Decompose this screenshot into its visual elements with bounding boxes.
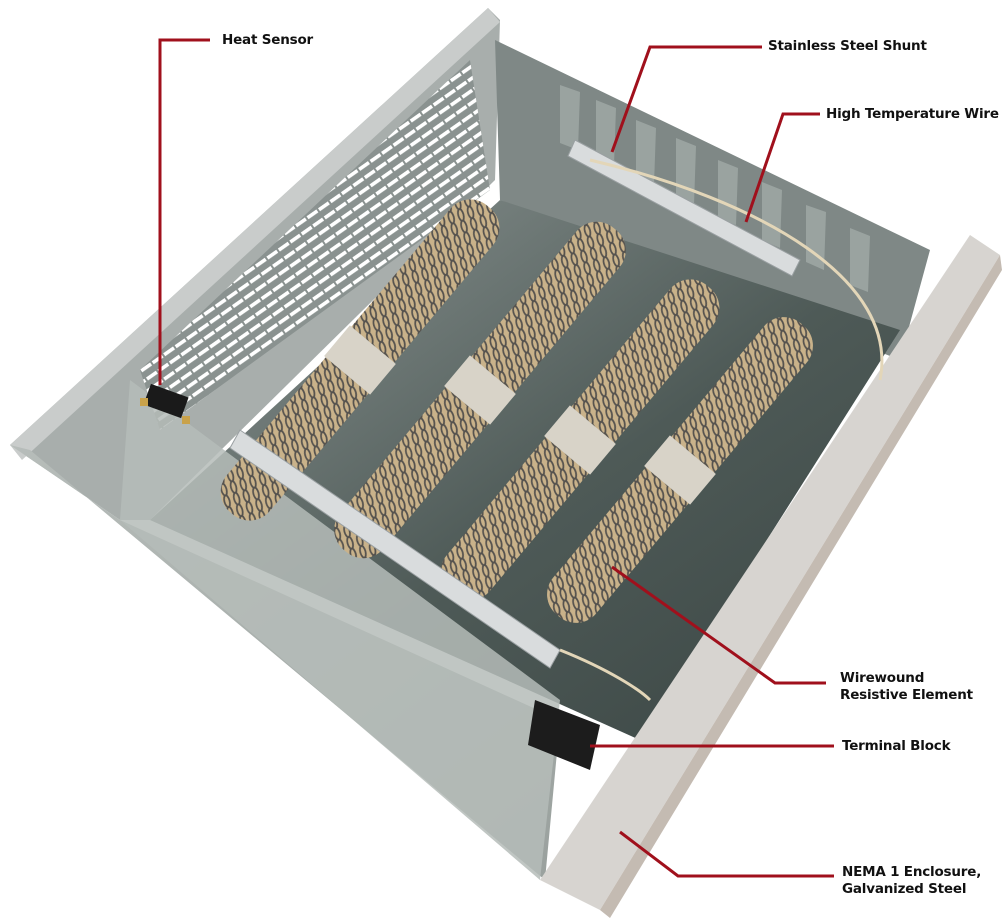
label-text-line: Terminal Block (842, 738, 951, 754)
nema-enclosure-label: NEMA 1 Enclosure,Galvanized Steel (842, 864, 981, 898)
leader-lines (158, 38, 834, 878)
finned-back-wall (495, 40, 930, 360)
label-text-line: Stainless Steel Shunt (768, 38, 927, 54)
label-text-line: Heat Sensor (222, 32, 313, 48)
heat-sensor-component (140, 383, 190, 424)
wirewound-resistive-element-leader-line (611, 565, 826, 685)
terminal-block-label: Terminal Block (842, 738, 951, 755)
stainless-steel-shunt-leader-line (610, 45, 762, 153)
high-temperature-wire-cable (589, 158, 884, 381)
resistor-elements (220, 199, 813, 623)
high-temperature-wire-label: High Temperature Wire (826, 106, 999, 123)
heat-sensor-label: Heat Sensor (222, 32, 313, 49)
shunt-bars (229, 139, 801, 669)
heat-sensor-leader-line (158, 38, 210, 385)
terminal-block-component (528, 700, 600, 770)
nema-enclosure-leader-line (619, 830, 834, 878)
label-text-line: Wirewound (840, 670, 925, 686)
stainless-steel-shunt-label: Stainless Steel Shunt (768, 38, 927, 55)
label-text-line: Resistive Element (840, 687, 973, 703)
label-text-line: High Temperature Wire (826, 106, 999, 122)
label-text-line: NEMA 1 Enclosure, (842, 864, 982, 880)
label-text-line: Galvanized Steel (842, 881, 967, 897)
high-temperature-wire-leader-line (744, 112, 820, 223)
wire-lead (559, 648, 652, 702)
enclosure-flange (540, 235, 1002, 918)
